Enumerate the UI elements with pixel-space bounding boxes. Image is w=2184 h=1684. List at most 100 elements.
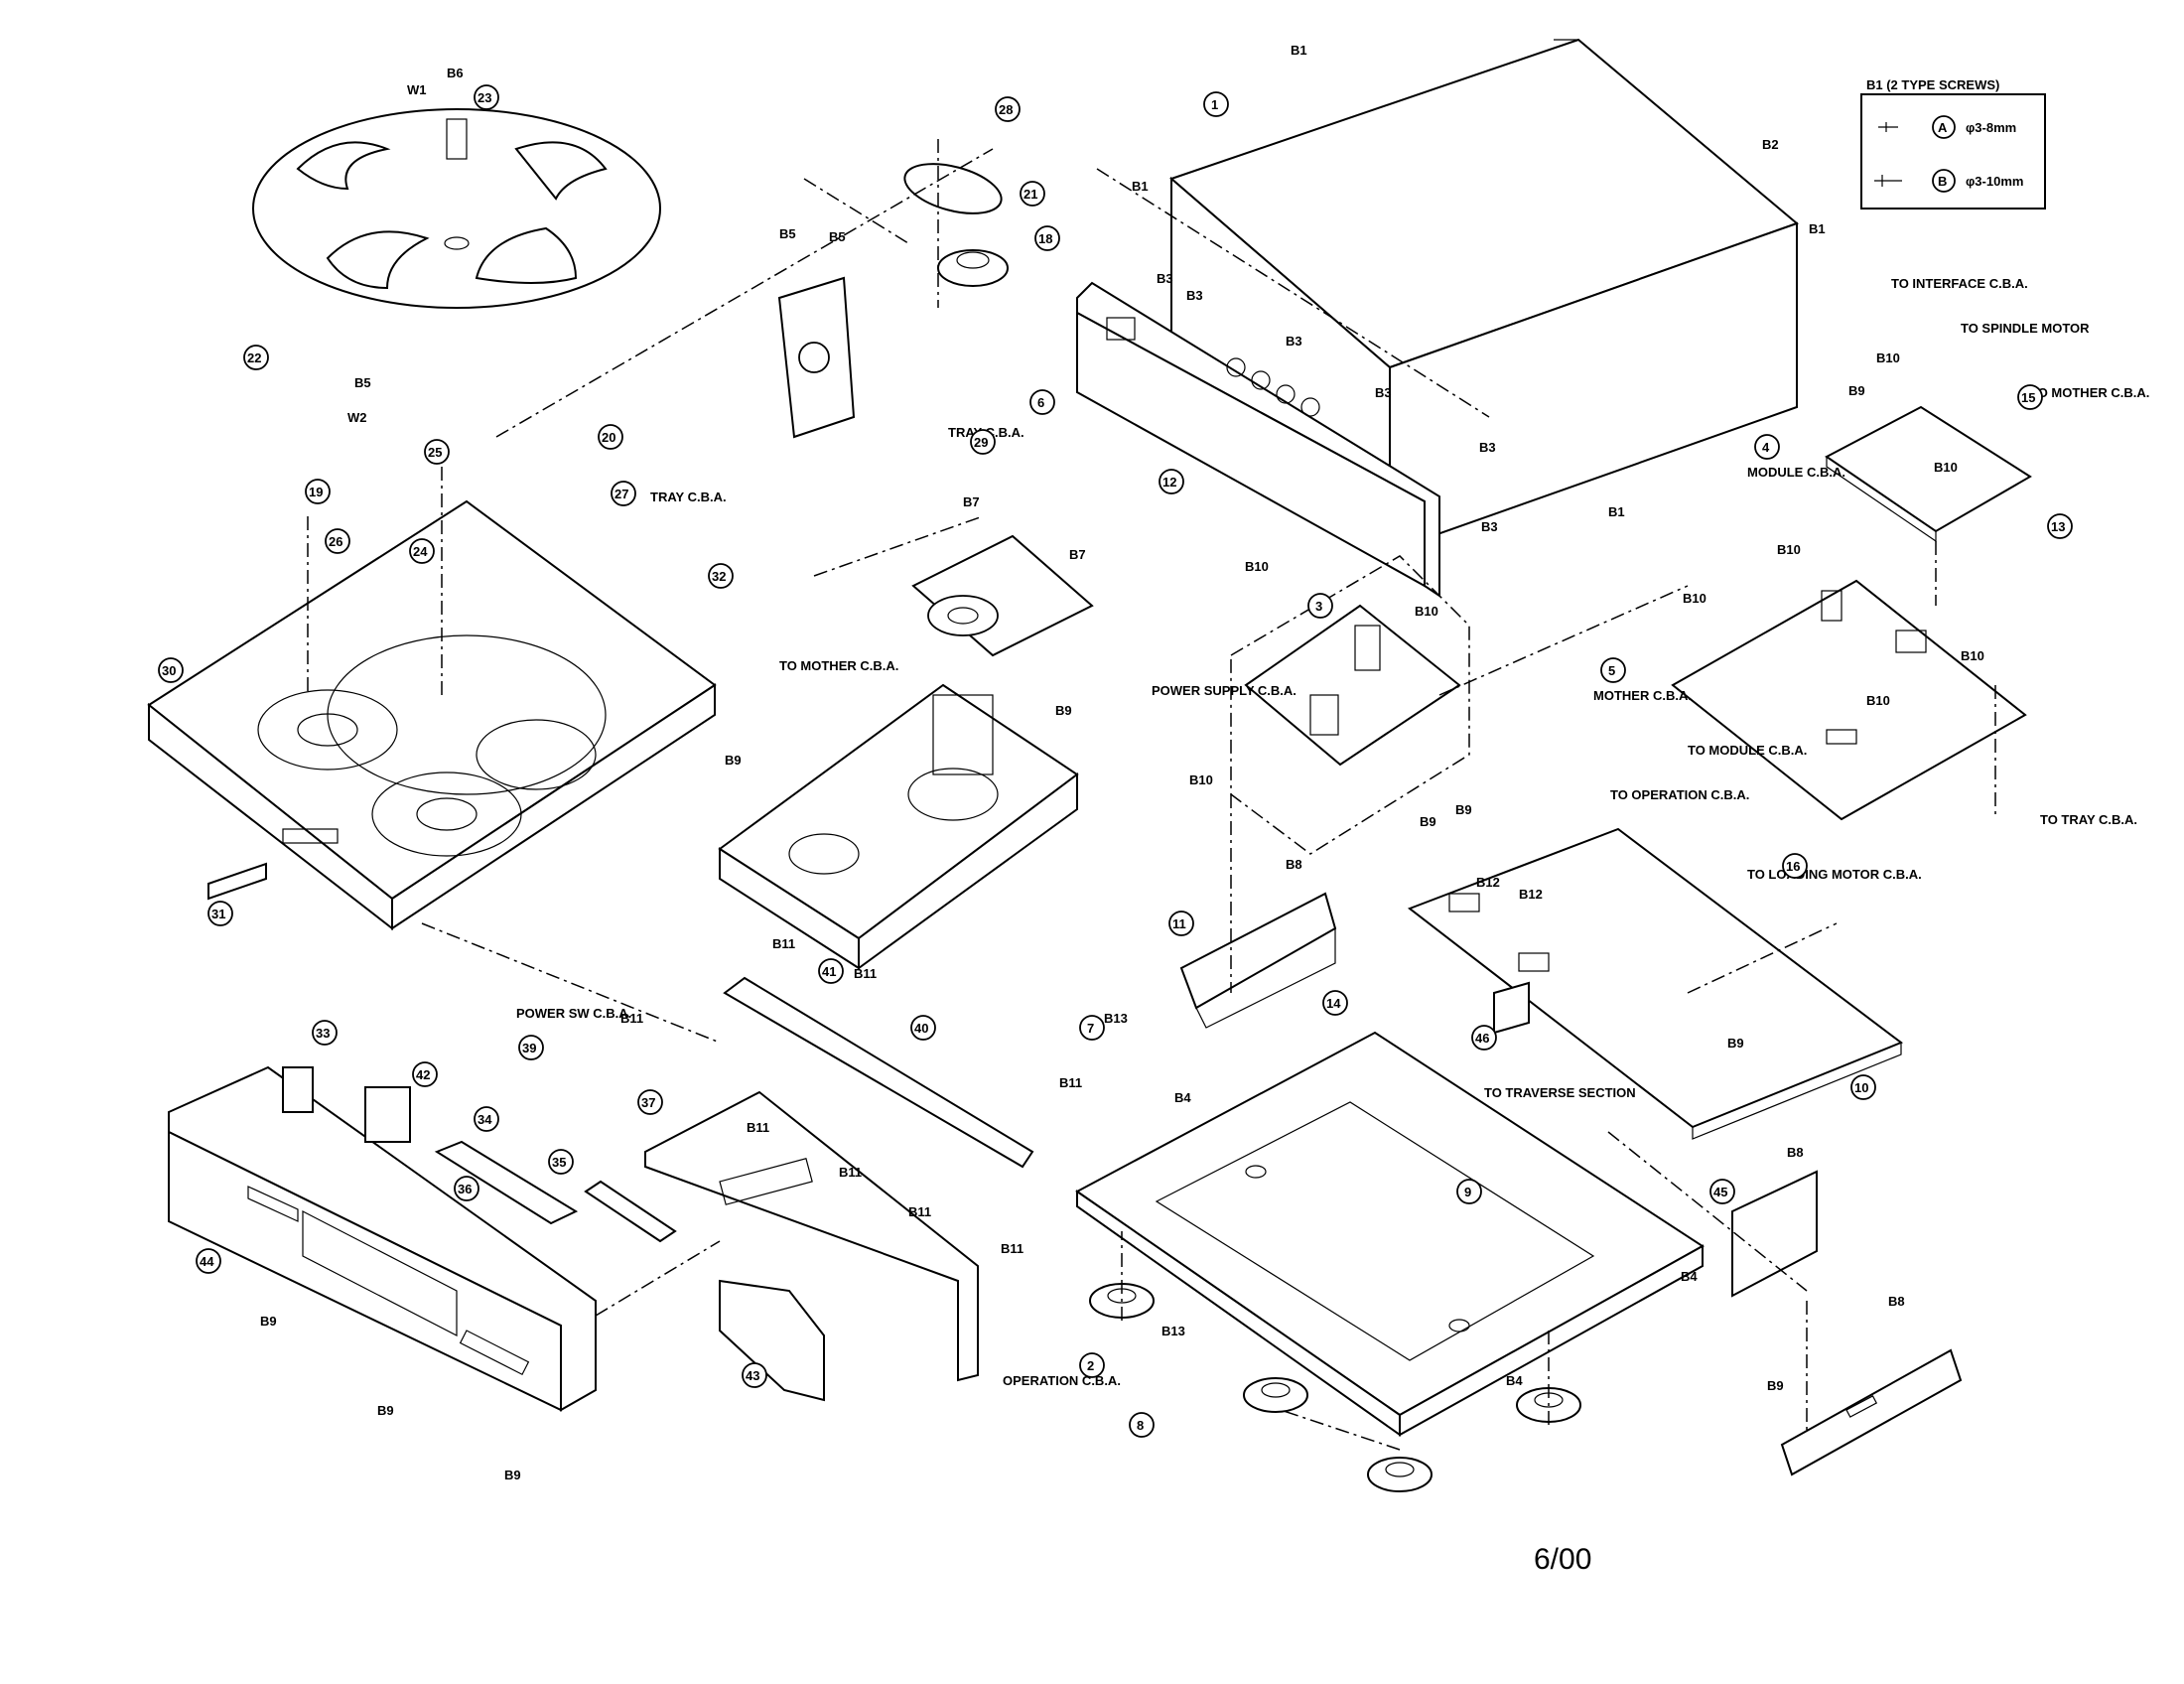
callout-32: 32 (708, 563, 734, 589)
screw-b2: B2 (1762, 137, 1779, 152)
screw-b9-7: B9 (1455, 802, 1472, 817)
callout-21: 21 (1020, 181, 1045, 207)
screw-b5-3: B5 (354, 375, 371, 390)
screw-b1-left: B1 (1132, 179, 1149, 194)
screw-b4-2: B4 (1681, 1269, 1698, 1284)
label-tray-cba-left: TRAY C.B.A. (650, 490, 727, 504)
svg-text:32: 32 (712, 569, 726, 584)
screw-b10-8: B10 (1866, 693, 1890, 708)
svg-text:28: 28 (999, 102, 1013, 117)
callout-40: 40 (910, 1015, 936, 1041)
callout-36: 36 (454, 1176, 479, 1201)
screw-b8-1: B8 (1286, 857, 1302, 872)
callout-15: 15 (2017, 384, 2043, 410)
svg-text:42: 42 (416, 1067, 430, 1082)
screw-b3-3: B3 (1286, 334, 1302, 349)
callout-16: 16 (1782, 853, 1808, 879)
svg-text:36: 36 (458, 1182, 472, 1196)
svg-text:45: 45 (1713, 1185, 1727, 1199)
svg-text:24: 24 (413, 544, 428, 559)
callout-41: 41 (818, 958, 844, 984)
svg-text:16: 16 (1786, 859, 1800, 874)
foot-2-d (1367, 1457, 1433, 1492)
screw-b11-4: B11 (747, 1120, 769, 1135)
svg-text:39: 39 (522, 1041, 536, 1055)
screw-a-icon (1878, 122, 1898, 132)
svg-text:40: 40 (914, 1021, 928, 1036)
svg-text:33: 33 (316, 1026, 330, 1041)
screw-b9-9: B9 (1727, 1036, 1744, 1051)
belt-21 (903, 163, 1003, 214)
revision-date: 6/00 (1534, 1543, 1591, 1576)
tray-badge-31 (207, 862, 267, 901)
callout-2: 2 (1079, 1352, 1105, 1378)
screw-b1-bottom: B1 (1608, 504, 1625, 519)
callout-37: 37 (637, 1089, 663, 1115)
legend-code-a: A (1938, 120, 1948, 135)
callout-20: 20 (598, 424, 623, 450)
callout-6: 6 (1029, 389, 1055, 415)
callout-30: 30 (158, 657, 184, 683)
disc-turntable-22 (252, 108, 661, 309)
tray-chassis-30 (147, 499, 717, 931)
svg-text:13: 13 (2051, 519, 2065, 534)
front-panel-44 (168, 1065, 597, 1412)
label-to-spindle-motor: TO SPINDLE MOTOR (1961, 321, 2090, 336)
svg-text:34: 34 (478, 1112, 492, 1127)
svg-text:23: 23 (478, 90, 491, 105)
svg-text:20: 20 (602, 430, 615, 445)
svg-text:4: 4 (1762, 440, 1770, 455)
svg-text:30: 30 (162, 663, 176, 678)
callout-43: 43 (742, 1362, 767, 1388)
screw-b10-7: B10 (1683, 591, 1706, 606)
screw-b3-1: B3 (1157, 271, 1173, 286)
switch-33 (282, 1066, 314, 1113)
screw-labels: B1 B1 B1 B1 B2 B3 B3 B3 B3 B3 B3 B4 B4 B… (260, 43, 1984, 1482)
callout-14: 14 (1322, 990, 1348, 1016)
svg-text:8: 8 (1137, 1418, 1144, 1433)
main-chassis (1075, 1031, 1705, 1437)
callout-3: 3 (1307, 593, 1333, 619)
label-to-mother-cba: TO MOTHER C.B.A. (779, 658, 898, 673)
mother-cba-5 (1671, 579, 2027, 821)
callout-1: 1 (1203, 91, 1229, 117)
label-to-loading-motor-cba: TO LOADING MOTOR C.B.A. (1747, 867, 1922, 882)
screw-b-icon (1874, 175, 1902, 187)
screw-b10-5: B10 (1934, 460, 1958, 475)
label-operation-cba: OPERATION C.B.A. (1003, 1373, 1121, 1388)
svg-text:12: 12 (1162, 475, 1176, 490)
power-supply-cba-3 (1244, 604, 1461, 767)
svg-text:3: 3 (1315, 599, 1322, 614)
svg-text:10: 10 (1854, 1080, 1868, 1095)
screw-b13-2: B13 (1161, 1324, 1185, 1338)
cover-45 (1731, 1170, 1818, 1298)
screw-b6: B6 (447, 66, 464, 80)
bracket-46 (1493, 981, 1530, 1035)
screw-b12-2: B12 (1519, 887, 1543, 902)
callout-31: 31 (207, 901, 233, 926)
screw-b9-2: B9 (1055, 703, 1072, 718)
svg-text:44: 44 (200, 1254, 214, 1269)
svg-text:43: 43 (746, 1368, 759, 1383)
callout-28: 28 (995, 96, 1021, 122)
screw-b9-3: B9 (260, 1314, 277, 1329)
screw-b9-4: B9 (377, 1403, 394, 1418)
svg-text:6: 6 (1037, 395, 1044, 410)
svg-text:11: 11 (1172, 916, 1186, 931)
svg-text:1: 1 (1211, 97, 1218, 112)
screw-b9-8: B9 (1848, 383, 1865, 398)
screw-b10-6: B10 (1777, 542, 1801, 557)
svg-text:26: 26 (329, 534, 342, 549)
part-callouts: 1 2 3 4 5 6 7 8 9 10 11 12 13 14 15 16 1… (158, 84, 2073, 1438)
label-to-mother-cba-2: TO MOTHER C.B.A. (2030, 385, 2149, 400)
tray-gear-assembly-6 (911, 534, 1094, 657)
screw-b11-1: B11 (772, 936, 795, 951)
screw-b8-3: B8 (1888, 1294, 1905, 1309)
screw-b11-2: B11 (854, 966, 877, 981)
pulley-18 (937, 249, 1009, 287)
callout-12: 12 (1159, 469, 1184, 494)
callout-18: 18 (1034, 225, 1060, 251)
svg-text:27: 27 (614, 487, 628, 501)
screw-b5-2: B5 (829, 229, 846, 244)
